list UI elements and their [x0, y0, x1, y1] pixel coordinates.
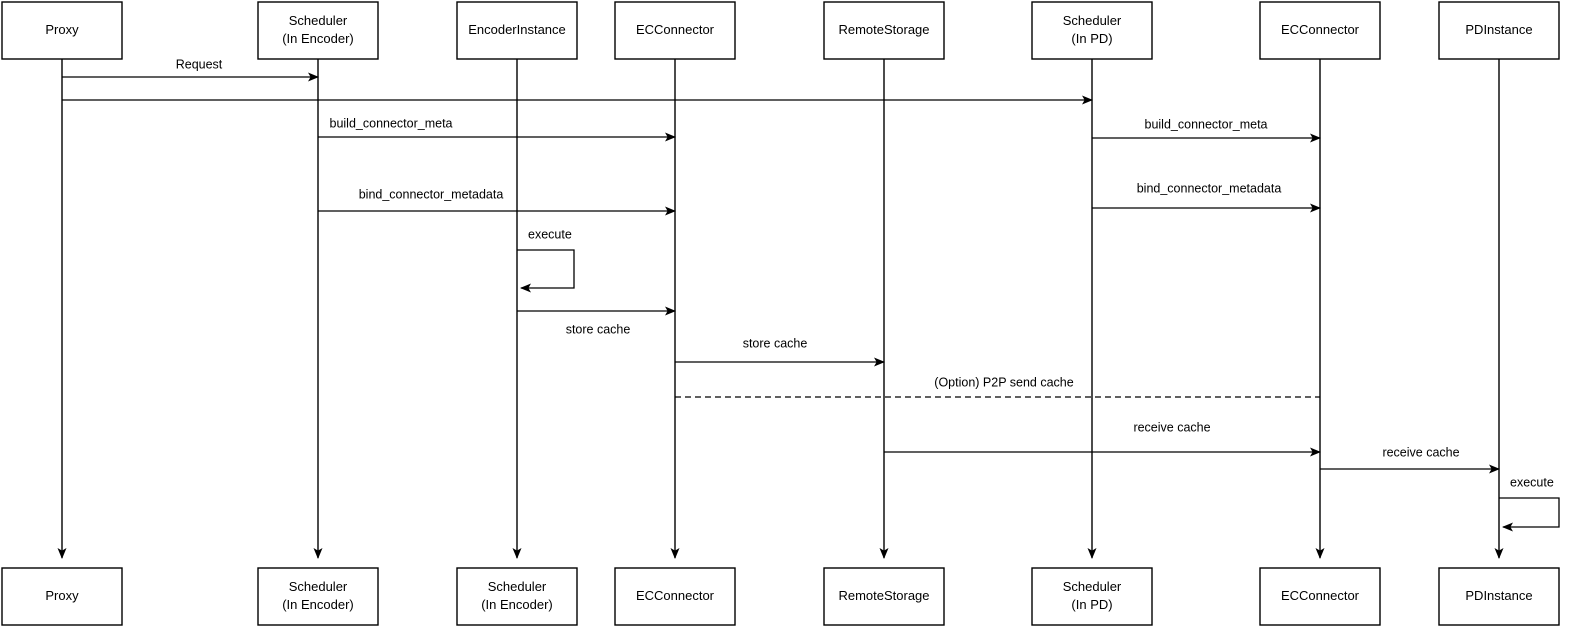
self-message-label-s1: execute [528, 227, 572, 241]
participant-label-line2: (In Encoder) [282, 597, 354, 612]
message-m8[interactable]: store cache [675, 336, 885, 367]
message-m1[interactable]: Request [62, 57, 319, 82]
self-message-s2[interactable]: execute [1499, 475, 1560, 532]
message-label-m7: store cache [566, 322, 631, 336]
participant-box-top-ecconnector-right[interactable]: ECConnector [1259, 1, 1381, 60]
participant-label-line2: (In PD) [1071, 597, 1112, 612]
messages-layer: Request build_connector_meta build_connect… [62, 57, 1500, 474]
participant-label: Proxy [45, 588, 79, 603]
participant-box-top-scheduler-pd[interactable]: Scheduler (In PD) [1031, 1, 1153, 60]
message-label-m8: store cache [743, 336, 808, 350]
top-participant-boxes: Proxy Scheduler (In Encoder) EncoderInstanc… [1, 1, 1560, 60]
participant-box-bottom-ecconnector-left[interactable]: ECConnector [614, 567, 736, 626]
self-message-path-s1 [517, 249, 575, 293]
participant-box-bottom-scheduler-pd[interactable]: Scheduler (In PD) [1031, 567, 1153, 626]
message-m7[interactable]: store cache [517, 306, 676, 336]
message-m9[interactable]: (Option) P2P send cache [675, 375, 1320, 398]
message-label-m9: (Option) P2P send cache [934, 375, 1073, 389]
message-m4[interactable]: build_connector_meta [1092, 117, 1321, 143]
lifelines-layer [57, 59, 1504, 559]
participant-label: RemoteStorage [838, 22, 929, 37]
participant-box-top-pd-instance[interactable]: PDInstance [1438, 1, 1560, 60]
participant-label: ECConnector [1281, 588, 1360, 603]
participant-box-bottom-encoder-instance[interactable]: Scheduler (In Encoder) [456, 567, 578, 626]
participant-box-bottom-proxy[interactable]: Proxy [1, 567, 123, 626]
participant-box-bottom-scheduler-encoder[interactable]: Scheduler (In Encoder) [257, 567, 379, 626]
participant-label: ECConnector [1281, 22, 1360, 37]
participant-box-top-remote-storage[interactable]: RemoteStorage [823, 1, 945, 60]
message-label-m5: bind_connector_metadata [359, 187, 504, 201]
self-message-s1[interactable]: execute [517, 227, 575, 293]
message-label-m4: build_connector_meta [1145, 117, 1268, 131]
self-message-label-s2: execute [1510, 475, 1554, 489]
participant-label: PDInstance [1465, 588, 1532, 603]
message-m10[interactable]: receive cache [884, 420, 1321, 457]
bottom-participant-boxes: Proxy Scheduler (In Encoder) Scheduler (In E… [1, 567, 1560, 626]
message-m3[interactable]: build_connector_meta [318, 116, 676, 142]
participant-box-bottom-ecconnector-right[interactable]: ECConnector [1259, 567, 1381, 626]
participant-box-top-scheduler-encoder[interactable]: Scheduler (In Encoder) [257, 1, 379, 60]
participant-label-line1: Scheduler [488, 579, 547, 594]
participant-box-top-encoder-instance[interactable]: EncoderInstance [456, 1, 578, 60]
message-label-m6: bind_connector_metadata [1137, 181, 1282, 195]
participant-label: EncoderInstance [468, 22, 566, 37]
message-m6[interactable]: bind_connector_metadata [1092, 181, 1321, 213]
participant-label-line1: Scheduler [1063, 579, 1122, 594]
message-m5[interactable]: bind_connector_metadata [318, 187, 676, 216]
self-messages-layer: execute execute [517, 227, 1560, 532]
participant-box-top-ecconnector-left[interactable]: ECConnector [614, 1, 736, 60]
participant-label-line2: (In Encoder) [481, 597, 553, 612]
participant-label-line2: (In PD) [1071, 31, 1112, 46]
participant-label-line2: (In Encoder) [282, 31, 354, 46]
participant-label-line1: Scheduler [289, 13, 348, 28]
participant-label: ECConnector [636, 22, 715, 37]
message-label-m11: receive cache [1382, 445, 1459, 459]
participant-box-top-proxy[interactable]: Proxy [1, 1, 123, 60]
participant-box-bottom-remote-storage[interactable]: RemoteStorage [823, 567, 945, 626]
message-label-m10: receive cache [1133, 420, 1210, 434]
message-label-m1: Request [176, 57, 223, 71]
self-message-path-s2 [1499, 497, 1560, 532]
participant-label-line1: Scheduler [1063, 13, 1122, 28]
participant-label: Proxy [45, 22, 79, 37]
participant-label: RemoteStorage [838, 588, 929, 603]
participant-label: ECConnector [636, 588, 715, 603]
message-label-m3: build_connector_meta [330, 116, 453, 130]
participant-box-bottom-pd-instance[interactable]: PDInstance [1438, 567, 1560, 626]
participant-label: PDInstance [1465, 22, 1532, 37]
message-m11[interactable]: receive cache [1320, 445, 1500, 474]
participant-label-line1: Scheduler [289, 579, 348, 594]
